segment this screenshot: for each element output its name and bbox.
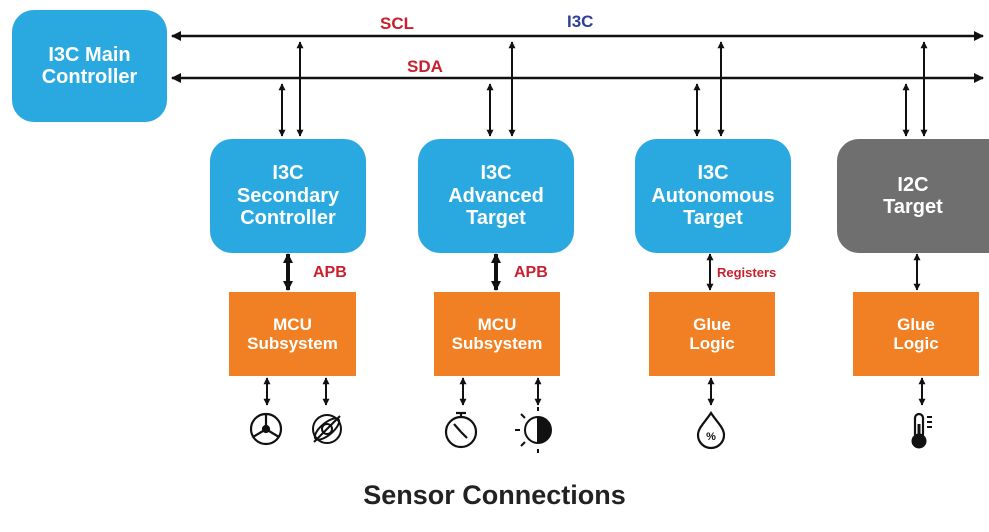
mcu-subsystem-box-1: MCU Subsystem xyxy=(229,292,356,376)
humidity-symbol: % xyxy=(706,431,716,443)
main-controller-line1: I3C Main xyxy=(48,43,131,66)
gyroscope-icon xyxy=(312,414,342,444)
device-1-line1: I3C xyxy=(272,162,304,185)
sensor-connectors xyxy=(263,377,926,406)
scl-label: SCL xyxy=(380,14,414,33)
glue-logic-box-1: Glue Logic xyxy=(649,292,775,376)
subsystem-3-line1: Glue xyxy=(693,314,731,334)
main-controller-box: I3C Main Controller xyxy=(12,10,167,122)
protocol-label: I3C xyxy=(567,12,594,31)
main-controller-line2: Controller xyxy=(41,66,138,88)
device-3-line3: Target xyxy=(683,207,743,230)
subsystem-4-line1: Glue xyxy=(897,314,935,334)
sda-label: SDA xyxy=(407,57,443,76)
bus-connectors xyxy=(278,41,928,137)
device-2-line3: Target xyxy=(466,207,526,230)
subsystem-4-line2: Logic xyxy=(893,334,939,353)
device-2-line1: I3C xyxy=(480,162,512,185)
subsystem-1-line2: Subsystem xyxy=(247,334,338,353)
brightness-icon xyxy=(515,407,552,453)
subsystem-2-line1: MCU xyxy=(477,314,517,334)
device-2-line2: Advanced xyxy=(448,184,544,207)
autonomous-target-box: I3C Autonomous Target xyxy=(635,139,791,253)
device-3-line2: Autonomous xyxy=(651,184,775,207)
thermometer-icon xyxy=(911,412,932,449)
fan-icon xyxy=(249,412,283,446)
device-1-line2: Secondary xyxy=(236,184,340,207)
apb-label-2: APB xyxy=(514,264,548,281)
device-4-line2: Target xyxy=(883,196,943,218)
i2c-target-box: I2C Target xyxy=(837,139,989,253)
mcu-subsystem-box-2: MCU Subsystem xyxy=(434,292,560,376)
apb-label-1: APB xyxy=(313,264,347,281)
device-3-line1: I3C xyxy=(697,162,729,185)
subsystem-3-line2: Logic xyxy=(689,334,735,353)
device-1-line3: Controller xyxy=(240,207,336,230)
glue-logic-box-2: Glue Logic xyxy=(853,292,979,376)
secondary-controller-box: I3C Secondary Controller xyxy=(210,139,366,253)
compass-icon xyxy=(444,411,478,449)
registers-label: Registers xyxy=(717,265,777,280)
advanced-target-box: I3C Advanced Target xyxy=(418,139,574,253)
subsystem-2-line2: Subsystem xyxy=(451,334,543,353)
device-4-line1: I2C xyxy=(897,173,929,196)
footer-title: Sensor Connections xyxy=(363,480,626,510)
humidity-icon: % xyxy=(696,411,726,450)
subsystem-1-line1: MCU xyxy=(273,314,312,334)
